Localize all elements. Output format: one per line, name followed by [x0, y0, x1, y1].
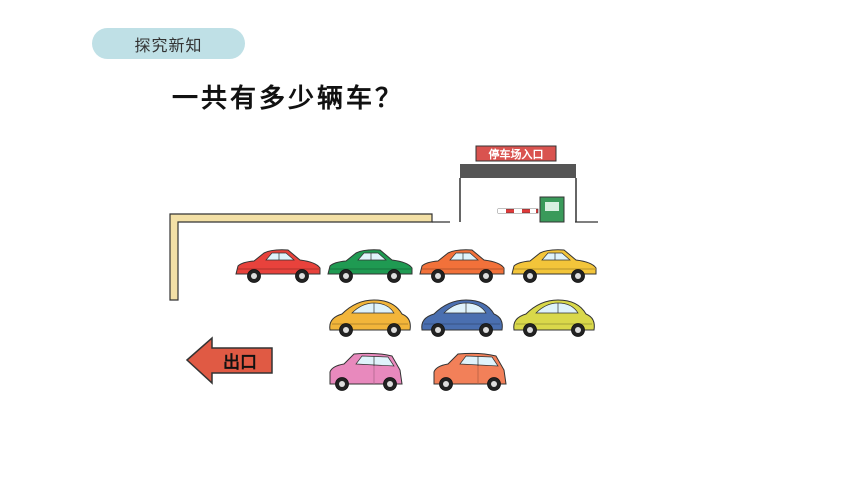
- section-tag-label: 探究新知: [134, 35, 203, 55]
- parking-entrance: 停车场入口: [432, 145, 598, 223]
- exit-arrow: 出口: [185, 336, 273, 385]
- car: [419, 249, 505, 283]
- car: [421, 299, 503, 337]
- entrance-sign-text: 停车场入口: [489, 147, 544, 161]
- cars-group: [235, 249, 597, 391]
- car: [511, 249, 597, 283]
- question-title: 一共有多少辆车？: [172, 84, 405, 114]
- exit-sign-text: 出口: [223, 352, 257, 373]
- car: [329, 299, 411, 337]
- car: [327, 249, 413, 283]
- car: [433, 352, 507, 391]
- section-tag: 探究新知: [92, 28, 245, 59]
- car: [235, 249, 321, 283]
- entrance-sign: [475, 145, 557, 162]
- car: [329, 352, 403, 391]
- parking-wall: [169, 213, 433, 301]
- car: [513, 299, 595, 337]
